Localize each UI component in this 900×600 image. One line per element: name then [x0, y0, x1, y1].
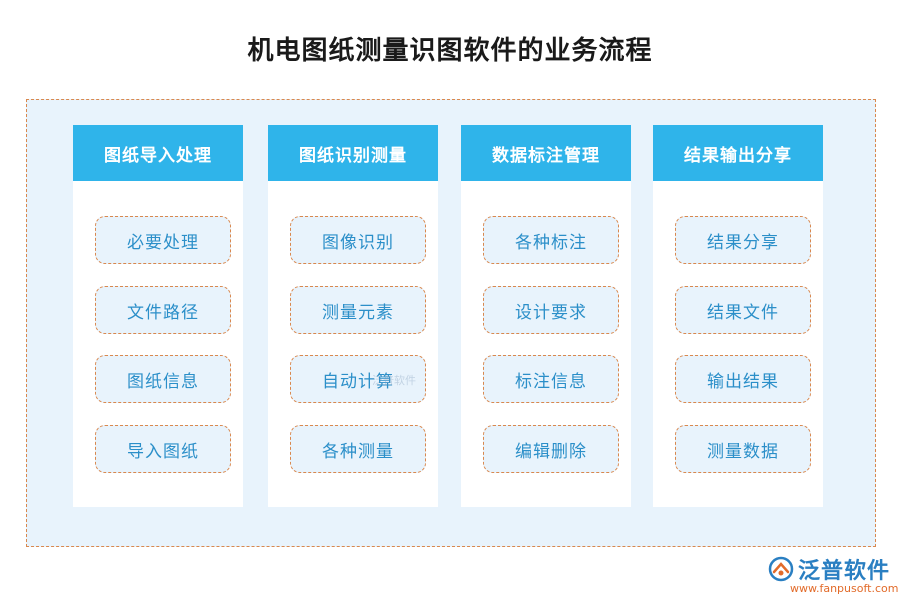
watermark: 泛普软件	[372, 374, 416, 387]
flow-item: 文件路径	[95, 286, 231, 334]
column-2: 图纸识别测量 图像识别 测量元素 自动计算 各种测量	[268, 125, 438, 507]
flow-item: 设计要求	[483, 286, 619, 334]
brand-logo: 泛普软件	[768, 553, 890, 585]
column-header: 图纸识别测量	[268, 125, 438, 181]
column-header: 数据标注管理	[461, 125, 631, 181]
column-header: 图纸导入处理	[73, 125, 243, 181]
page-title: 机电图纸测量识图软件的业务流程	[247, 36, 653, 66]
column-header: 结果输出分享	[653, 125, 823, 181]
flow-item: 各种测量	[290, 425, 426, 473]
flow-item: 必要处理	[95, 216, 231, 264]
flow-item: 编辑删除	[483, 425, 619, 473]
column-3: 数据标注管理 各种标注 设计要求 标注信息 编辑删除	[461, 125, 631, 507]
flow-item: 自动计算	[290, 355, 426, 403]
flow-item: 测量数据	[675, 425, 811, 473]
flow-item: 结果文件	[675, 286, 811, 334]
flow-item: 导入图纸	[95, 425, 231, 473]
flow-item: 结果分享	[675, 216, 811, 264]
fanpu-logo-icon	[768, 556, 794, 582]
logo-text: 泛普软件	[798, 559, 891, 584]
flow-item: 各种标注	[483, 216, 619, 264]
column-1: 图纸导入处理 必要处理 文件路径 图纸信息 导入图纸	[73, 125, 243, 507]
flow-item: 输出结果	[675, 355, 811, 403]
logo-url: www.fanpusoft.com	[790, 582, 899, 595]
flow-item: 图纸信息	[95, 355, 231, 403]
flow-item: 图像识别	[290, 216, 426, 264]
column-4: 结果输出分享 结果分享 结果文件 输出结果 测量数据	[653, 125, 823, 507]
flow-item: 标注信息	[483, 355, 619, 403]
flow-item: 测量元素	[290, 286, 426, 334]
